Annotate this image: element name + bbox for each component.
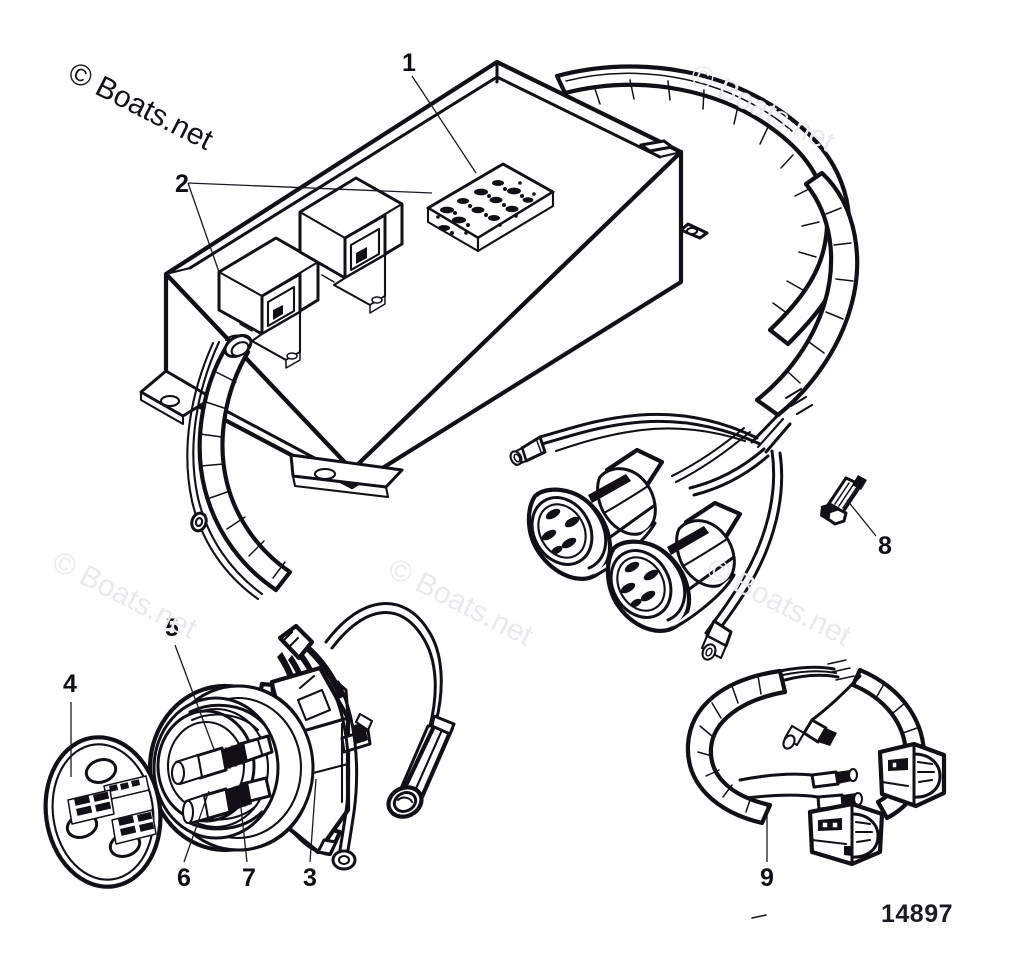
mounting-flange-front bbox=[289, 453, 404, 499]
callout-number-7: 7 bbox=[242, 864, 256, 892]
bullet-terminal-upper bbox=[509, 435, 547, 467]
lower-hydraulic-fitting bbox=[181, 776, 272, 825]
decal-text-top bbox=[103, 775, 150, 801]
circuit-board-terminal-block bbox=[426, 162, 555, 253]
spiral-wrapped-cable-main bbox=[554, 64, 852, 347]
callout-number-5: 5 bbox=[165, 614, 179, 642]
ground-wire-ring-terminal bbox=[328, 680, 359, 871]
oval-decal-plate bbox=[43, 735, 163, 889]
mounting-flange-right bbox=[679, 222, 709, 240]
bullet-terminal-lower bbox=[700, 619, 733, 661]
pump-supply-cable bbox=[197, 334, 293, 593]
callout-leader-6 bbox=[183, 790, 210, 863]
diagram-number: 14897 bbox=[881, 900, 953, 928]
mounting-flange-rear bbox=[639, 139, 674, 153]
harness-connector-right bbox=[877, 741, 947, 809]
connector-pins-upper bbox=[541, 508, 580, 555]
callout-leader-1 bbox=[411, 75, 477, 174]
decal-text-right bbox=[111, 809, 157, 845]
control-box-assembly bbox=[139, 59, 709, 499]
decal-text-left bbox=[67, 789, 115, 825]
fitting-nut bbox=[224, 782, 252, 812]
trim-cylinder-component bbox=[324, 602, 456, 819]
callout-number-4: 4 bbox=[63, 670, 77, 698]
relay-left bbox=[217, 236, 320, 369]
callout-leader-8 bbox=[846, 499, 877, 537]
round-connector-upper bbox=[526, 447, 665, 581]
callout-leader-5 bbox=[174, 644, 216, 753]
callout-number-8: 8 bbox=[878, 532, 892, 560]
callout-number-3: 3 bbox=[303, 864, 317, 892]
callout-number-9: 9 bbox=[760, 864, 774, 892]
callout-layer: 1 2 3 4 5 6 7 8 9 bbox=[63, 49, 892, 892]
trim-sender-wire bbox=[186, 340, 264, 601]
tick-mark bbox=[751, 914, 767, 919]
connector-pins-lower bbox=[620, 561, 659, 608]
main-wire-bundle bbox=[538, 387, 814, 639]
round-connector-lower bbox=[605, 500, 743, 633]
screw-bolt bbox=[820, 475, 867, 526]
callout-number-2: 2 bbox=[175, 170, 189, 198]
callout-number-1: 1 bbox=[402, 49, 416, 77]
wiring-harness-assembly bbox=[685, 659, 947, 867]
callout-leader-7 bbox=[239, 798, 248, 863]
relay-center bbox=[298, 176, 404, 314]
harness-connector-left bbox=[807, 801, 885, 867]
upper-hydraulic-fitting bbox=[170, 734, 274, 786]
callout-number-6: 6 bbox=[177, 864, 191, 892]
callout-leader-2 bbox=[187, 182, 433, 273]
callout-leader-3 bbox=[309, 778, 317, 863]
pump-shaft bbox=[340, 712, 374, 754]
trim-pump-motor-assembly bbox=[147, 623, 374, 857]
harness-bullet-terminal-a bbox=[738, 767, 859, 789]
board-traces bbox=[436, 180, 536, 235]
